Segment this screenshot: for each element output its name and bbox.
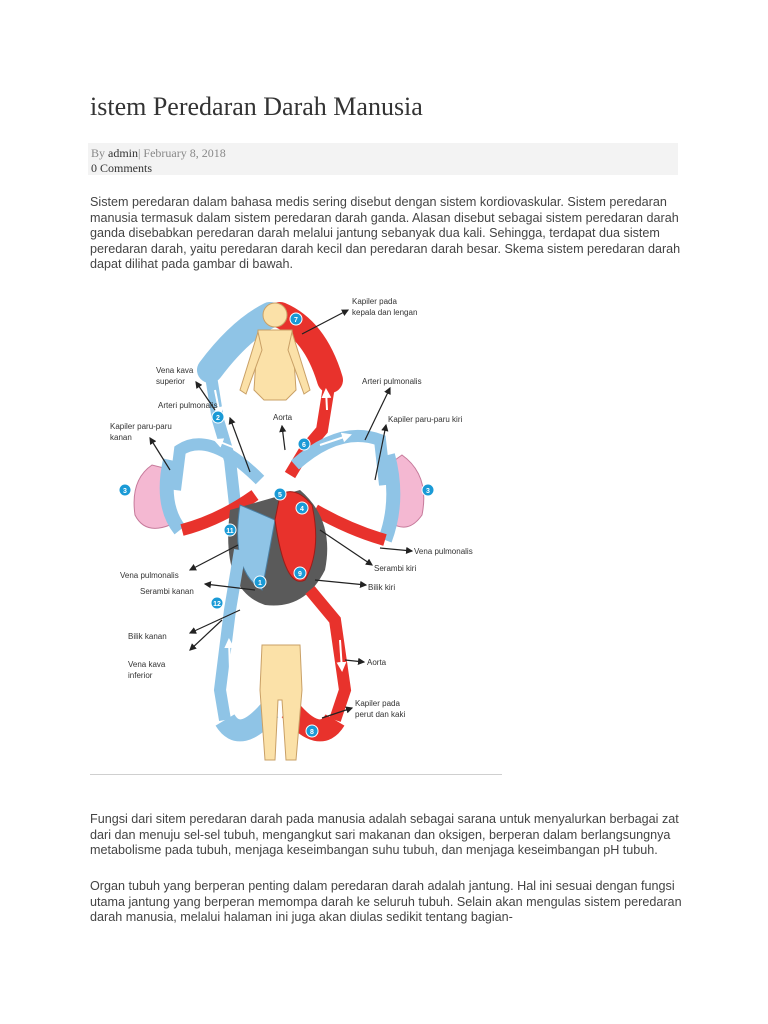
circulation-diagram-svg: 7 2 6 3 3 5 4 11 9 1 12 8 Kapiler pada k… — [110, 297, 473, 761]
label-arteri-pulmonalis-right: Arteri pulmonalis — [362, 377, 422, 386]
post-date: February 8, 2018 — [143, 146, 226, 160]
pointer-line — [195, 381, 216, 411]
pointer-line — [149, 436, 171, 471]
svg-text:9: 9 — [298, 571, 302, 578]
flow-arrow — [224, 638, 235, 671]
marker-3-left: 3 — [118, 483, 132, 497]
svg-text:7: 7 — [294, 317, 298, 324]
label-kapiler-paru-kiri: Kapiler paru-paru kiri — [388, 415, 462, 424]
circulation-diagram: 7 2 6 3 3 5 4 11 9 1 12 8 Kapiler pada k… — [90, 290, 502, 770]
pointer-line — [279, 424, 287, 451]
flow-arrow — [321, 388, 332, 411]
label-kapiler-perut-2: perut dan kaki — [355, 710, 405, 719]
label-vena-kava-inferior: Vena kava — [128, 660, 166, 669]
marker-3-right: 3 — [421, 483, 435, 497]
svg-text:11: 11 — [226, 528, 234, 535]
lower-body-figure — [259, 644, 303, 761]
label-vena-kava-superior: Vena kava — [156, 366, 194, 375]
pointer-line — [314, 579, 368, 588]
pointer-line — [188, 544, 239, 571]
flow-arrow — [336, 639, 347, 672]
label-aorta-top: Aorta — [273, 413, 293, 422]
flow-arrow — [319, 432, 352, 446]
pulmonary-vein-left — [312, 504, 387, 546]
svg-text:5: 5 — [278, 492, 282, 499]
label-kapiler-perut: Kapiler pada — [355, 699, 400, 708]
vena-kava-inferior-vessel — [213, 549, 246, 721]
pointer-line — [188, 609, 241, 634]
label-vena-kava-superior-2: superior — [156, 377, 185, 386]
pointer-line — [344, 657, 366, 665]
label-vena-pulmonalis-left: Vena pulmonalis — [120, 571, 179, 580]
svg-text:3: 3 — [123, 488, 127, 495]
marker-12: 12 — [210, 596, 224, 610]
pointer-line — [203, 581, 256, 591]
label-bilik-kanan: Bilik kanan — [128, 632, 167, 641]
pulmonary-vein-right — [180, 490, 259, 536]
pointer-line — [374, 423, 389, 481]
post-byline: By admin| February 8, 2018 — [91, 146, 226, 161]
svg-text:4: 4 — [300, 506, 304, 513]
figure-divider — [90, 774, 502, 775]
pointer-line — [379, 546, 414, 555]
label-arteri-pulmonalis-left: Arteri pulmonalis — [158, 401, 218, 410]
byline-separator: | — [138, 146, 141, 160]
paragraph-intro: Sistem peredaran dalam bahasa medis seri… — [90, 195, 681, 272]
aorta-descending-vessel — [305, 586, 352, 722]
paragraph-function: Fungsi dari sitem peredaran darah pada m… — [90, 812, 679, 858]
marker-1: 1 — [253, 575, 267, 589]
svg-text:3: 3 — [426, 488, 430, 495]
comments-link[interactable]: 0 Comments — [91, 161, 153, 175]
label-kapiler-paru-kanan-2: kanan — [110, 433, 132, 442]
marker-4: 4 — [295, 501, 309, 515]
pulmonary-artery-left — [169, 438, 265, 491]
label-bilik-kiri: Bilik kiri — [368, 583, 395, 592]
marker-6: 6 — [297, 437, 311, 451]
byline-prefix: By — [91, 146, 106, 160]
pointer-line — [321, 706, 354, 719]
pointer-line — [301, 309, 350, 335]
paragraph-organs: Organ tubuh yang berperan penting dalam … — [90, 879, 682, 925]
author-link[interactable]: admin — [108, 146, 139, 160]
label-serambi-kanan: Serambi kanan — [140, 587, 194, 596]
pointer-line — [364, 386, 391, 441]
marker-2: 2 — [211, 410, 225, 424]
pointer-line — [319, 529, 373, 566]
flow-arrow — [213, 438, 241, 451]
marker-7: 7 — [289, 312, 303, 326]
svg-text:12: 12 — [213, 601, 221, 608]
marker-5: 5 — [273, 487, 287, 501]
upper-body-figure — [239, 302, 311, 401]
marker-11: 11 — [223, 523, 237, 537]
label-aorta-bottom: Aorta — [367, 658, 387, 667]
label-kapiler-paru-kanan: Kapiler paru-paru — [110, 422, 172, 431]
label-serambi-kiri: Serambi kiri — [374, 564, 416, 573]
svg-text:1: 1 — [258, 580, 262, 587]
svg-text:8: 8 — [310, 729, 314, 736]
label-vena-kava-inferior-2: inferior — [128, 671, 153, 680]
pointer-line — [228, 416, 251, 473]
label-kapiler-kepala-2: kepala dan lengan — [352, 308, 417, 317]
label-kapiler-kepala: Kapiler pada — [352, 297, 397, 306]
svg-text:6: 6 — [302, 442, 306, 449]
marker-9: 9 — [293, 566, 307, 580]
pointer-line — [189, 619, 223, 651]
post-meta: By admin| February 8, 2018 0 Comments — [88, 143, 678, 175]
article-title: istem Peredaran Darah Manusia — [90, 92, 423, 121]
label-vena-pulmonalis-right: Vena pulmonalis — [414, 547, 473, 556]
svg-text:2: 2 — [216, 415, 220, 422]
lung-capillaries-left — [378, 453, 401, 543]
marker-8: 8 — [305, 724, 319, 738]
